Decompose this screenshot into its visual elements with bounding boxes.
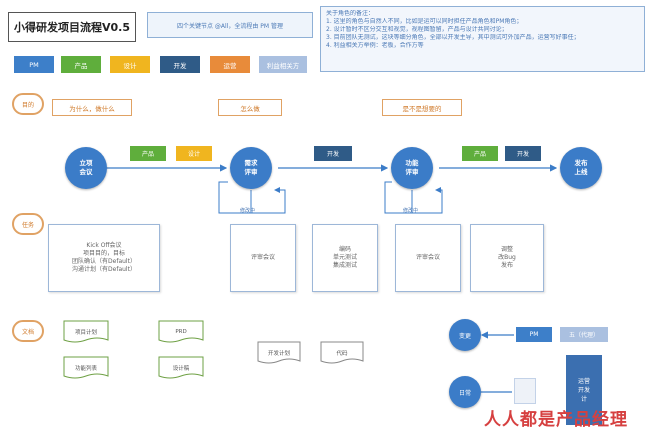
goal-is-wanted: 是不是想要的 (382, 99, 462, 116)
task-line: 调整 (500, 246, 513, 253)
change-pm-tag: PM (516, 327, 552, 342)
stage-line: 立项 (79, 159, 93, 167)
task-line: 编码 (338, 246, 351, 253)
loop-label: 修改中 (240, 208, 256, 214)
loop-label: 修改中 (403, 208, 419, 214)
task-line: 团队确认（有Default） (72, 258, 136, 265)
stage-line: 评审 (244, 168, 258, 176)
document-icon (320, 341, 364, 364)
row-label-task: 任务 (12, 213, 44, 235)
stage-line: 会议 (79, 168, 93, 176)
stage-requirement-review[interactable]: 需求 评审 (230, 147, 272, 189)
task-line: Kick Off会议 (86, 242, 122, 249)
role-design: 设计 (110, 56, 150, 73)
goal-why-what: 为什么，做什么 (52, 99, 132, 116)
change-node[interactable]: 变更 (449, 319, 481, 351)
doc-feature-list[interactable]: 功能列表 (63, 356, 109, 380)
doc-label: 项目计划 (74, 330, 97, 336)
task-line: 集成测试 (332, 262, 357, 269)
doc-prd[interactable]: PRD (158, 320, 204, 344)
diagram-title: 小得研发项目流程V0.5 (8, 12, 136, 42)
role-notes: 关于角色的备注： 1. 这里的角色与自然人不同，比如是运可以同时担任产品角色和P… (320, 6, 645, 72)
task-line: 单元测试 (332, 254, 357, 261)
task-review-2: 评审会议 (395, 224, 461, 292)
role-note-line: 4. 利益相关方举例：老板，合作方等 (326, 42, 424, 49)
doc-code[interactable]: 代码 (320, 341, 364, 365)
stage-feature-review[interactable]: 功能 评审 (391, 147, 433, 189)
doc-label: 功能列表 (74, 366, 97, 372)
stage-release[interactable]: 发布 上线 (560, 147, 602, 189)
flow-tag-product: 产品 (130, 146, 166, 161)
stage-line: 上线 (574, 168, 588, 176)
watermark-logo: 人人都是产品经理 (484, 410, 628, 430)
task-review-1: 评审会议 (230, 224, 296, 292)
role-ops: 运营 (210, 56, 250, 73)
doc-design[interactable]: 设计稿 (158, 356, 204, 380)
stage-line: 需求 (244, 159, 258, 167)
role-note-line: 2. 设计暂时不区分交互和视觉，视程图暂留，产品与设计共同讨论； (326, 26, 508, 33)
task-kickoff: Kick Off会议 项目目的，目标 团队确认（有Default） 沟通计划（有… (48, 224, 160, 292)
document-icon (158, 356, 204, 379)
task-line: 评审会议 (415, 254, 440, 261)
daily-node[interactable]: 日常 (449, 376, 481, 408)
key-nodes-note: 四个关键节点 @All，全流程由 PM 管理 (147, 12, 313, 38)
row-label-docs: 文档 (12, 320, 44, 342)
role-note-line: 关于角色的备注： (326, 10, 375, 17)
doc-project-plan[interactable]: 项目计划 (63, 320, 109, 344)
role-product: 产品 (61, 56, 101, 73)
flow-tag-design: 设计 (176, 146, 212, 161)
role-note-line: 1. 这里的角色与自然人不同，比如是运可以同时担任产品角色和PM角色； (326, 18, 523, 25)
doc-label: PRD (175, 329, 187, 335)
document-icon (257, 341, 301, 364)
task-release: 调整 改Bug 发布 (470, 224, 544, 292)
goal-how: 怎么做 (218, 99, 282, 116)
role-note-line: 3. 目前团队无测试，这块等细分角色，全部以开发主导，其中测试可外加产品，运营写… (326, 34, 580, 41)
daily-ops-line: 计 (580, 395, 587, 403)
document-icon (158, 320, 204, 343)
doc-label: 代码 (336, 351, 348, 357)
flow-tag-dev: 开发 (505, 146, 541, 161)
task-line: 发布 (500, 262, 513, 269)
flow-tag-product: 产品 (462, 146, 498, 161)
stage-line: 功能 (405, 159, 419, 167)
document-icon (63, 320, 109, 343)
doc-label: 设计稿 (172, 366, 190, 372)
task-line: 评审会议 (250, 254, 275, 261)
row-label-goal: 目的 (12, 93, 44, 115)
role-dev: 开发 (160, 56, 200, 73)
role-stakeholder: 利益相关方 (259, 56, 307, 73)
daily-ops-box: 运营 开发 计 (566, 355, 602, 425)
daily-ops-line: 开发 (577, 386, 590, 394)
role-pm: PM (14, 56, 54, 73)
doc-label: 开发计划 (267, 351, 290, 357)
task-dev: 编码 单元测试 集成测试 (312, 224, 378, 292)
flow-tag-dev: 开发 (314, 146, 352, 161)
task-line: 沟通计划（有Default） (72, 266, 136, 273)
document-icon (63, 356, 109, 379)
stage-kickoff[interactable]: 立项 会议 (65, 147, 107, 189)
daily-doc-icon (514, 378, 536, 404)
change-stakeholder-tag: 五（代理） (560, 327, 608, 342)
task-line: 项目目的，目标 (82, 250, 125, 257)
daily-ops-line: 运营 (577, 377, 590, 385)
doc-dev-plan[interactable]: 开发计划 (257, 341, 301, 365)
stage-line: 评审 (405, 168, 419, 176)
task-line: 改Bug (498, 254, 516, 261)
stage-line: 发布 (574, 159, 588, 167)
